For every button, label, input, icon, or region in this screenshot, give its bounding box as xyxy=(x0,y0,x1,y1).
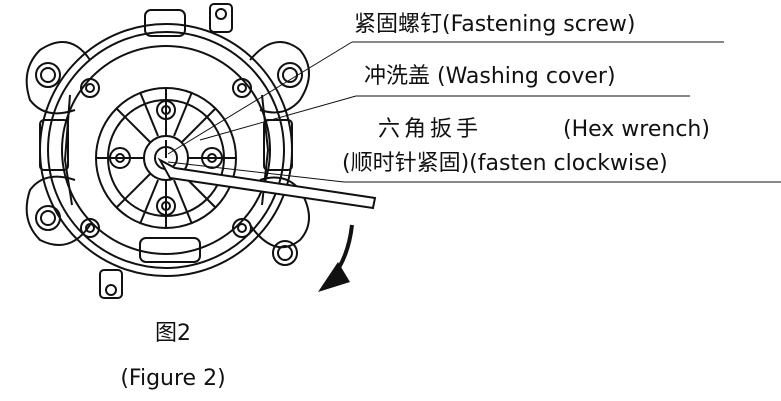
hex-wrench-en-label: (Hex wrench) xyxy=(563,117,710,142)
mounting-flange xyxy=(25,3,310,299)
clockwise-arrow xyxy=(318,224,354,292)
valve-body xyxy=(39,23,293,277)
fasten-clockwise-label: (顺时针紧固)(fasten clockwise) xyxy=(342,151,668,176)
leader-lines xyxy=(167,41,781,183)
washing-cover-label: 冲洗盖 (Washing cover) xyxy=(364,64,616,89)
figure-caption-cn: 图2 xyxy=(155,321,191,346)
fastening-screw-label: 紧固螺钉(Fastening screw) xyxy=(354,12,636,37)
hex-wrench xyxy=(157,140,377,210)
figure-caption-en: (Figure 2) xyxy=(120,366,226,391)
hex-wrench-cn-label: 六角扳手 xyxy=(378,117,483,142)
fastening-screws xyxy=(80,78,252,238)
